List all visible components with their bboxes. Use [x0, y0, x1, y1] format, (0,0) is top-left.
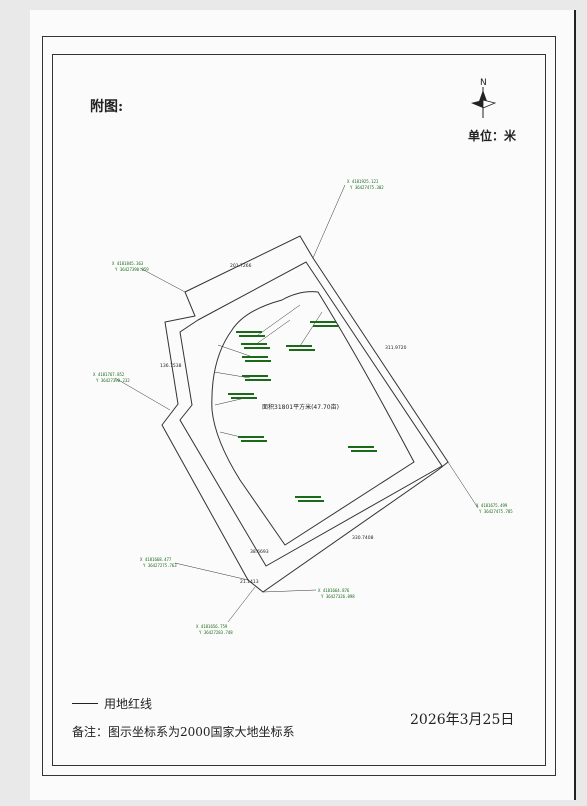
- inner-coord-mark: [245, 379, 271, 381]
- inner-coord-mark: [236, 331, 262, 333]
- coord-label: Y 36427475.302: [350, 185, 384, 190]
- area-label: 面积31801平方米(47.70亩): [262, 403, 339, 411]
- inner-coord-mark: [244, 347, 270, 349]
- inner-coord-mark: [231, 397, 257, 399]
- coord-label: X 4181664.876: [318, 588, 350, 593]
- document-date: 2026年3月25日: [410, 712, 515, 728]
- coord-label: X 4181668.477: [140, 557, 172, 562]
- north-arrow-icon: N: [466, 76, 500, 120]
- inner-coord-mark: [286, 345, 312, 347]
- inner-coord-mark: [241, 343, 267, 345]
- coord-label: X 4181656.759: [196, 624, 228, 629]
- inner-coord-mark: [313, 325, 339, 327]
- red-line-legend-icon: [72, 703, 98, 704]
- dimension-left: 136.7538: [160, 363, 182, 369]
- dimension-small-a: 38.6693: [250, 549, 269, 555]
- coord-label: X 4181845.363: [112, 261, 144, 266]
- inner-coord-mark: [351, 450, 377, 452]
- coord-label: X 4181767.852: [93, 372, 125, 377]
- legend: 用地红线: [72, 695, 152, 712]
- coord-label: Y 36427475.785: [479, 509, 513, 514]
- inner-coordinate-marks: [228, 321, 377, 502]
- coord-label: Y 36427390.232: [96, 378, 130, 383]
- coord-label: Y 36427326.898: [321, 594, 355, 599]
- inner-coord-mark: [238, 436, 264, 438]
- inner-coord-mark: [310, 321, 336, 323]
- inner-coord-mark: [239, 335, 265, 337]
- inner-coord-mark: [298, 500, 324, 502]
- inner-point-ticks: [213, 304, 323, 439]
- dimension-bottom: 330.7408: [352, 535, 374, 541]
- inner-coord-mark: [242, 356, 268, 358]
- coordinate-system-note: 备注：图示坐标系为2000国家大地坐标系: [72, 725, 295, 739]
- inner-coord-mark: [295, 496, 321, 498]
- coord-label: Y 36427390.059: [115, 267, 149, 272]
- inner-frame: [52, 54, 546, 766]
- inner-coord-mark: [228, 393, 254, 395]
- coord-label: Y 36427275.763: [143, 563, 177, 568]
- leader-lines: [114, 184, 479, 623]
- inner-coord-mark: [245, 360, 271, 362]
- dimension-small-b: 21.1413: [240, 579, 259, 585]
- inner-coord-mark: [348, 446, 374, 448]
- figure-label: 附图:: [90, 99, 124, 115]
- inner-coord-mark: [242, 375, 268, 377]
- inner-boundary: [179, 261, 443, 567]
- unit-label: 单位：米: [468, 129, 517, 143]
- dimension-top: 201.7266: [230, 263, 252, 269]
- inner-coord-mark: [289, 349, 315, 351]
- dimension-right: 311.9720: [385, 345, 407, 351]
- document-sheet: [30, 10, 576, 800]
- outer-frame: [42, 36, 556, 776]
- north-label: N: [480, 78, 487, 88]
- outer-boundary: [161, 235, 449, 593]
- coord-label: Y 36427283.748: [199, 630, 233, 635]
- coord-label: X 4181925.121: [347, 179, 379, 184]
- land-red-line: [211, 291, 415, 546]
- legend-label: 用地红线: [104, 697, 153, 711]
- coord-label: X 4181675.499: [476, 503, 508, 508]
- inner-coord-mark: [241, 440, 267, 442]
